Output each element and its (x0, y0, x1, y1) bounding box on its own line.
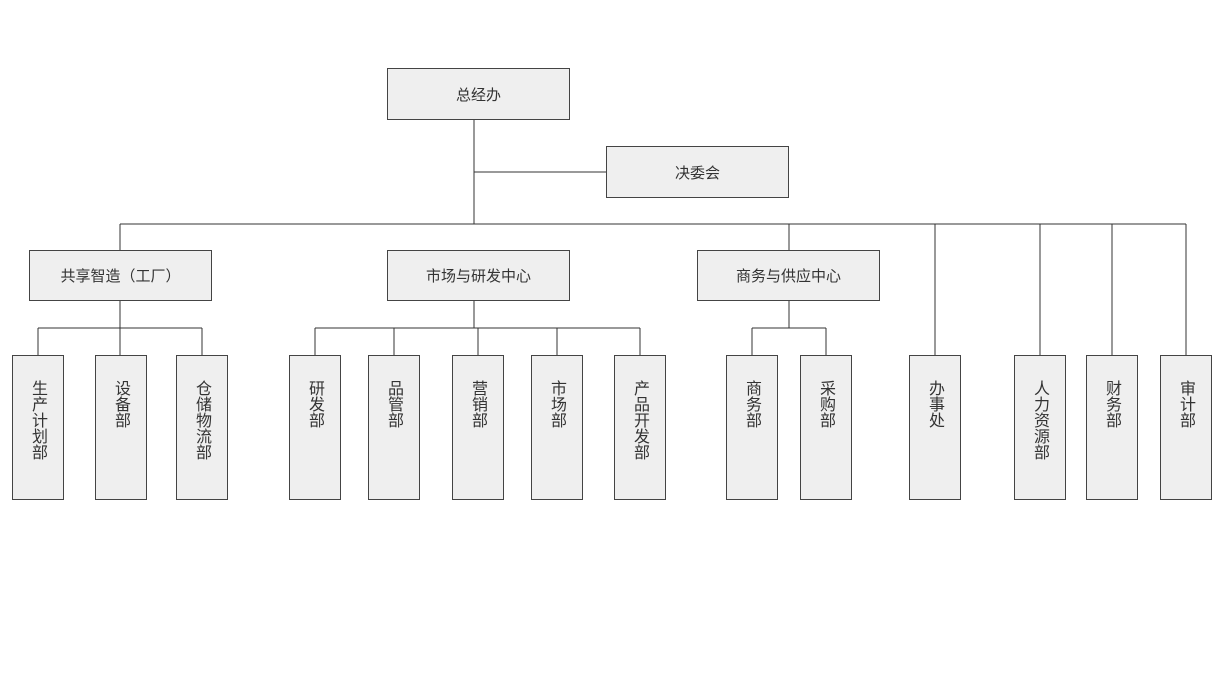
node-dept-warehouse: 仓储物流部 (176, 355, 228, 500)
node-dept-quality: 品管部 (368, 355, 420, 500)
node-dept-market: 市场部 (531, 355, 583, 500)
node-label: 品管部 (385, 380, 404, 428)
node-general-office: 总经办 (387, 68, 570, 120)
node-center-market-rd: 市场与研发中心 (387, 250, 570, 301)
node-dept-finance: 财务部 (1086, 355, 1138, 500)
node-committee: 决委会 (606, 146, 789, 198)
node-dept-equipment: 设备部 (95, 355, 147, 500)
node-label: 仓储物流部 (193, 380, 212, 460)
node-label: 决委会 (674, 163, 720, 182)
node-label: 市场部 (548, 380, 567, 428)
node-label: 产品开发部 (631, 380, 650, 460)
node-label: 办事处 (926, 380, 945, 428)
node-dept-hr: 人力资源部 (1014, 355, 1066, 500)
node-label: 研发部 (306, 380, 325, 428)
node-dept-office: 办事处 (909, 355, 961, 500)
node-label: 人力资源部 (1031, 380, 1050, 460)
node-dept-audit: 审计部 (1160, 355, 1212, 500)
node-dept-business: 商务部 (726, 355, 778, 500)
node-label: 财务部 (1103, 380, 1122, 428)
node-dept-marketing: 营销部 (452, 355, 504, 500)
node-center-business-supply: 商务与供应中心 (697, 250, 880, 301)
node-label: 营销部 (469, 380, 488, 428)
node-dept-product-dev: 产品开发部 (614, 355, 666, 500)
node-label: 审计部 (1177, 380, 1196, 428)
node-dept-purchase: 采购部 (800, 355, 852, 500)
node-label: 商务与供应中心 (735, 267, 841, 285)
node-dept-production-plan: 生产计划部 (12, 355, 64, 500)
node-label: 共享智造（工厂） (60, 267, 181, 285)
node-center-factory: 共享智造（工厂） (29, 250, 212, 301)
node-label: 市场与研发中心 (425, 267, 531, 285)
node-label: 商务部 (743, 380, 762, 428)
node-label: 生产计划部 (29, 380, 48, 460)
node-label: 设备部 (112, 380, 131, 428)
node-label: 采购部 (817, 380, 836, 428)
node-dept-rd: 研发部 (289, 355, 341, 500)
node-label: 总经办 (455, 85, 501, 104)
